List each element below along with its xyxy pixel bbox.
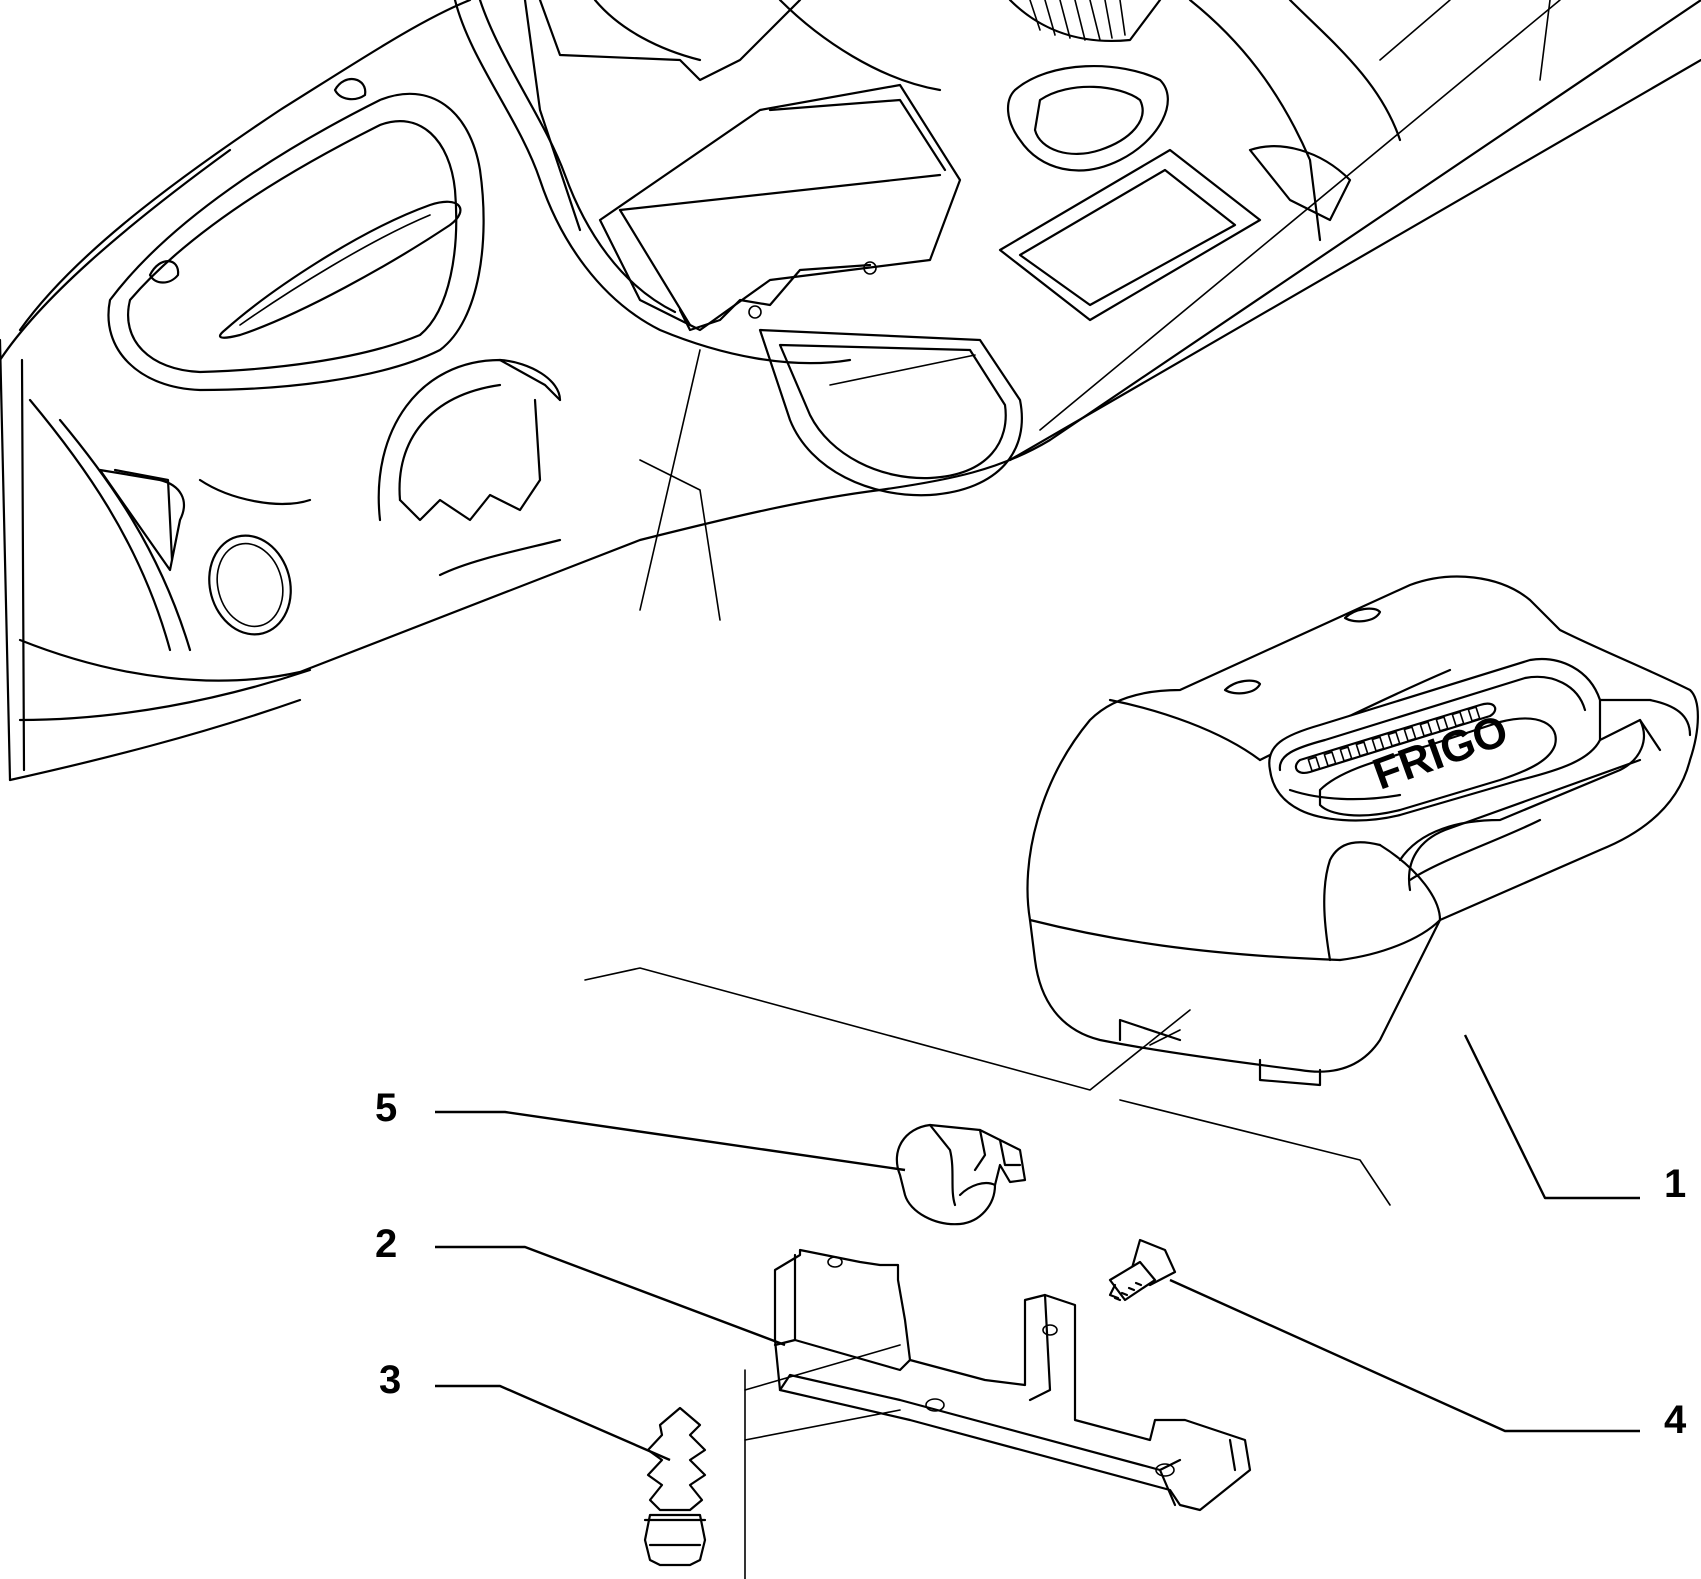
leader-line-1 xyxy=(1463,1034,1640,1200)
fridge-unit-part-1: FRIGO xyxy=(1026,575,1699,1087)
callout-label-1: 1 xyxy=(1664,1162,1687,1206)
leader-lines xyxy=(435,1034,1640,1462)
clip-part-5 xyxy=(895,1123,1027,1226)
bracket-part-2 xyxy=(744,1248,1252,1579)
led-indicator-strip xyxy=(1307,706,1481,772)
screw-part-4 xyxy=(1108,1238,1177,1302)
callout-label-2: 2 xyxy=(375,1222,398,1266)
callout-label-5: 5 xyxy=(375,1086,398,1130)
fastener-part-3 xyxy=(643,1406,707,1567)
leader-line-4 xyxy=(1169,1278,1640,1433)
leader-line-5 xyxy=(435,1110,906,1172)
callout-label-4: 4 xyxy=(1664,1398,1687,1442)
dashboard-outline xyxy=(0,0,1701,782)
installation-guide-lines xyxy=(584,967,1391,1206)
callout-label-3: 3 xyxy=(379,1358,402,1402)
leader-line-2 xyxy=(435,1245,786,1347)
leader-line-3 xyxy=(435,1384,671,1462)
